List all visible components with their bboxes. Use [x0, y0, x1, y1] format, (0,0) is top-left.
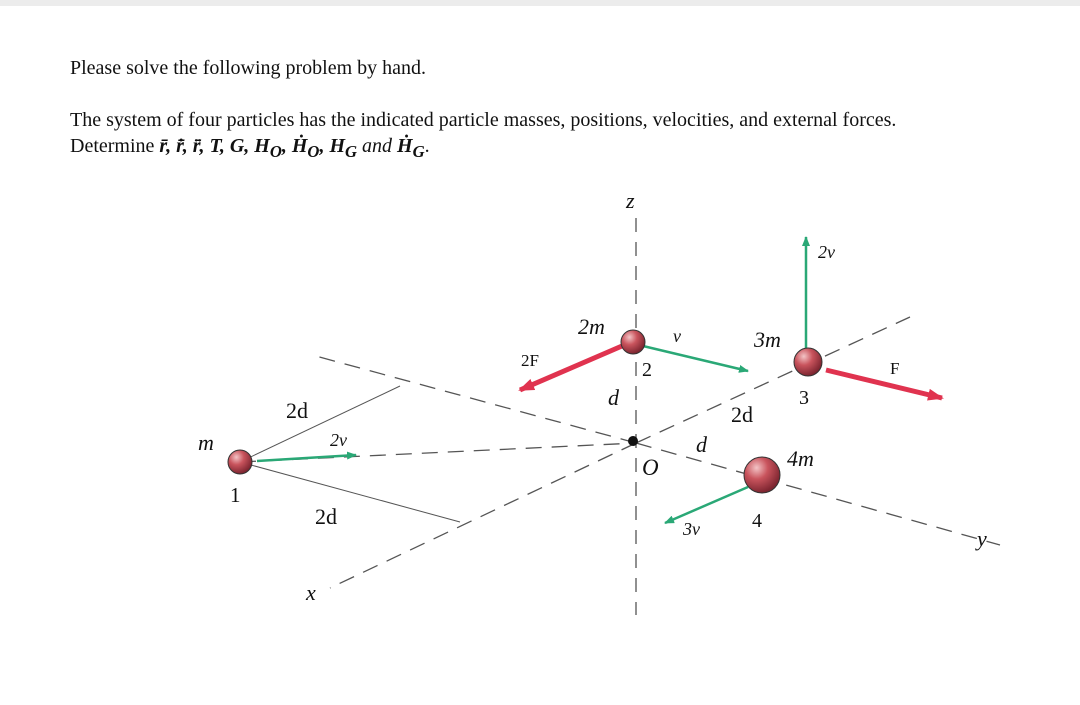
sub-g-1: G — [345, 142, 358, 161]
axis-y-label: y — [975, 526, 987, 551]
problem-line-2: Determine r̄, r̄̇, r̄̈, T, G, HO, ḢO, HG… — [70, 134, 430, 164]
construction-lines — [239, 385, 461, 523]
determine-text: Determine — [70, 135, 160, 157]
axis-x-label: x — [305, 580, 316, 605]
y-axis — [635, 442, 1001, 546]
and-text: and — [357, 135, 398, 157]
mass-3-label: 3m — [753, 327, 781, 352]
dim-2d-lower: 2d — [315, 504, 337, 529]
problem-line-1: The system of four particles has the ind… — [70, 109, 897, 131]
force-2f-arrow — [518, 343, 623, 393]
particle-2-number: 2 — [642, 359, 652, 381]
mass-4-label: 4m — [787, 446, 814, 471]
particle-3-number: 3 — [799, 387, 809, 409]
particle-1 — [227, 449, 253, 475]
p1-upper-line — [239, 385, 401, 463]
particle-4 — [743, 456, 781, 494]
vars-text: r̄, r̄̇, r̄̈, T, G, H — [159, 135, 270, 157]
mass-1-label: m — [198, 430, 214, 455]
dim-2d-upper: 2d — [286, 398, 308, 423]
v2-label: v — [673, 326, 681, 346]
axis-z-label: z — [625, 188, 635, 213]
v1-label: 2v — [330, 430, 347, 450]
p1-lower-line — [239, 461, 461, 523]
end-text: . — [424, 135, 430, 157]
mass-2-label: 2m — [578, 314, 605, 339]
x-axis-neg — [311, 354, 637, 444]
sub-o-2: O — [307, 142, 320, 161]
v1-arrow — [256, 451, 357, 463]
particle-1-number: 1 — [230, 483, 241, 507]
particle-4-number: 4 — [752, 510, 762, 532]
origin-label: O — [642, 455, 659, 480]
velocity-arrows — [256, 236, 810, 525]
origin-dot — [628, 436, 638, 446]
dim-2d-y: 2d — [731, 402, 753, 427]
particle-3 — [793, 347, 823, 377]
force-f-label: F — [890, 359, 899, 378]
intro-text: Please solve the following problem by ha… — [70, 57, 427, 79]
dim-d-y: d — [696, 432, 708, 457]
v4-arrow — [664, 485, 749, 525]
v3-label: 2v — [818, 242, 835, 262]
axes — [239, 218, 1001, 615]
x-axis — [329, 442, 637, 589]
top-bar — [0, 0, 1080, 6]
dim-d-z: d — [608, 385, 620, 410]
v2-arrow — [642, 344, 749, 373]
sub-o-1: O — [269, 142, 282, 161]
particle-2 — [620, 329, 646, 355]
force-2f-label: 2F — [521, 351, 539, 370]
force-f-arrow — [825, 367, 944, 401]
h-g-text: , H — [319, 135, 346, 157]
sub-g-2: G — [412, 142, 425, 161]
h-g-dot-text: Ḣ — [397, 135, 413, 157]
h-o-dot-text: , Ḣ — [281, 135, 308, 157]
force-arrows — [518, 343, 944, 401]
v4-label: 3v — [682, 519, 700, 539]
